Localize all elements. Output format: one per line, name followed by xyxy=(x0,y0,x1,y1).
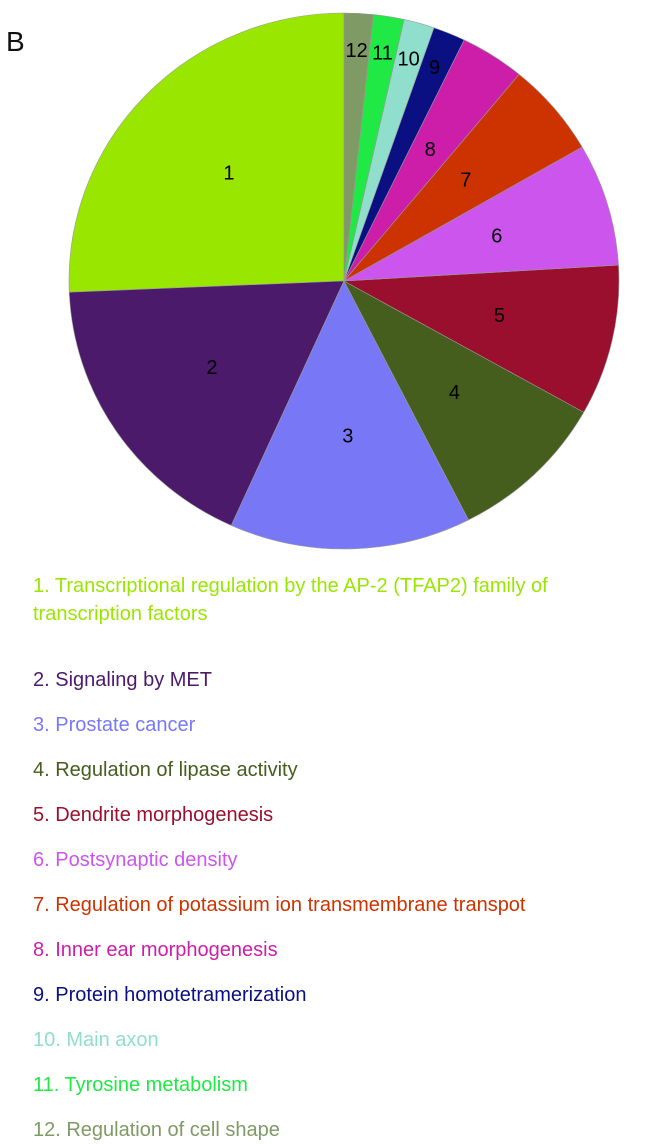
slice-label-3: 3 xyxy=(342,425,353,447)
legend-entry-12: 12. Regulation of cell shape xyxy=(33,1119,280,1141)
pie-slice-1 xyxy=(68,12,345,293)
pie-slice-12 xyxy=(343,12,374,282)
pie-slice-2 xyxy=(68,280,345,526)
legend-entry-3: 3. Prostate cancer xyxy=(33,714,196,736)
slice-label-6: 6 xyxy=(491,225,502,247)
legend-entry-1: 1. Transcriptional regulation by the AP-… xyxy=(33,575,548,625)
legend-entry-5: 5. Dendrite morphogenesis xyxy=(33,804,274,826)
slice-label-5: 5 xyxy=(494,305,505,327)
legend-entry-8: 8. Inner ear morphogenesis xyxy=(33,939,278,961)
panel-label: B xyxy=(6,26,25,57)
slice-label-4: 4 xyxy=(449,382,460,404)
slice-label-9: 9 xyxy=(429,57,440,79)
legend-entry-4: 4. Regulation of lipase activity xyxy=(33,759,298,781)
slice-label-8: 8 xyxy=(425,139,436,161)
legend-entry-6: 6. Postsynaptic density xyxy=(33,849,238,871)
legend-entry-2: 2. Signaling by MET xyxy=(33,669,212,691)
legend-entry-7: 7. Regulation of potassium ion transmemb… xyxy=(33,894,526,916)
legend: 1. Transcriptional regulation by the AP-… xyxy=(33,572,643,1144)
pie-slice-4 xyxy=(343,280,585,521)
slice-label-2: 2 xyxy=(206,357,217,379)
pie-slice-5 xyxy=(342,264,620,413)
legend-entry-11: 11. Tyrosine metabolism xyxy=(33,1074,248,1096)
pie-slice-3 xyxy=(230,280,469,550)
slice-label-12: 12 xyxy=(346,40,368,62)
slice-label-7: 7 xyxy=(460,170,471,192)
slice-label-10: 10 xyxy=(397,48,419,70)
pie-slices xyxy=(68,12,620,550)
legend-entry-10: 10. Main axon xyxy=(33,1029,159,1051)
pie-slice-6 xyxy=(343,146,619,282)
legend-entry-9: 9. Protein homotetramerization xyxy=(33,984,307,1006)
slice-label-11: 11 xyxy=(372,43,393,65)
slice-label-1: 1 xyxy=(223,162,234,184)
